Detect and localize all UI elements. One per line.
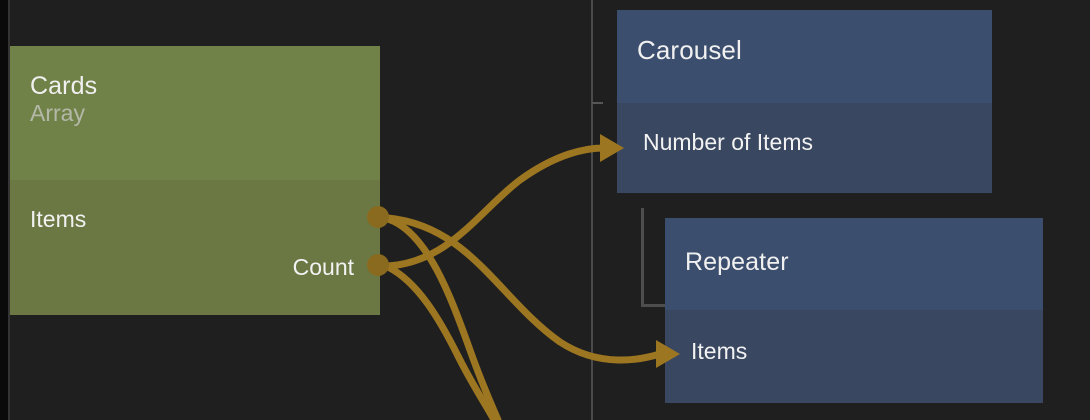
node-repeater-body[interactable]: Items	[665, 310, 1043, 403]
divider-tick-mark	[592, 102, 603, 104]
canvas-vertical-divider	[591, 0, 593, 420]
wire-count-to-offscreen-below[interactable]	[384, 263, 498, 420]
node-repeater-header[interactable]: Repeater	[665, 218, 1043, 310]
wire-count-to-carousel-number-of-items[interactable]	[384, 144, 608, 270]
left-gutter-strip	[0, 0, 8, 420]
input-port-label-items[interactable]: Items	[691, 338, 748, 364]
node-carousel-title: Carousel	[637, 35, 742, 65]
output-port-label-items[interactable]: Items	[30, 206, 87, 232]
output-port-label-count[interactable]: Count	[292, 254, 354, 280]
node-cards-title: Cards	[30, 72, 98, 100]
node-cards-body[interactable]: Items Count	[10, 180, 380, 315]
left-gutter-rail	[8, 0, 10, 420]
node-cards-header[interactable]: Cards Array	[10, 46, 380, 180]
wire-items-to-repeater-items[interactable]	[384, 214, 664, 364]
node-repeater[interactable]: Repeater Items	[665, 218, 1043, 403]
input-port-label-number-of-items[interactable]: Number of Items	[643, 129, 813, 155]
wire-items-to-offscreen-below[interactable]	[384, 215, 502, 420]
node-repeater-title: Repeater	[685, 248, 789, 276]
node-carousel-body[interactable]: Number of Items	[617, 103, 992, 193]
node-cards-subtitle: Array	[30, 100, 85, 126]
tree-bracket-connector	[641, 208, 667, 307]
node-carousel-header[interactable]: Carousel	[617, 10, 992, 103]
node-cards[interactable]: Cards Array Items Count	[10, 46, 380, 315]
node-carousel[interactable]: Carousel Number of Items	[617, 10, 992, 193]
